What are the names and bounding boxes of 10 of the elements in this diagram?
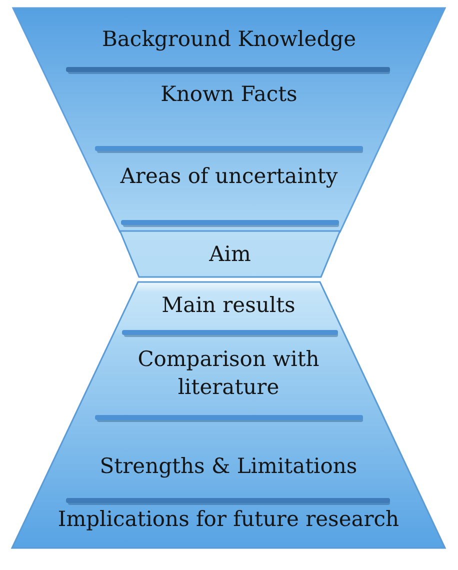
section-label: Known Facts <box>160 80 298 108</box>
section-label: Aim <box>209 241 251 268</box>
section-label: Background Knowledge <box>102 25 356 53</box>
section-label: Strengths & Limitations <box>100 452 358 480</box>
section-label: Comparison with literature <box>128 345 328 401</box>
section-label: Areas of uncertainty <box>120 162 338 190</box>
section-label: Implications for future research <box>58 505 400 533</box>
section-label: Main results <box>162 291 296 319</box>
bottom-funnel <box>12 282 445 548</box>
neck-band <box>120 231 340 277</box>
